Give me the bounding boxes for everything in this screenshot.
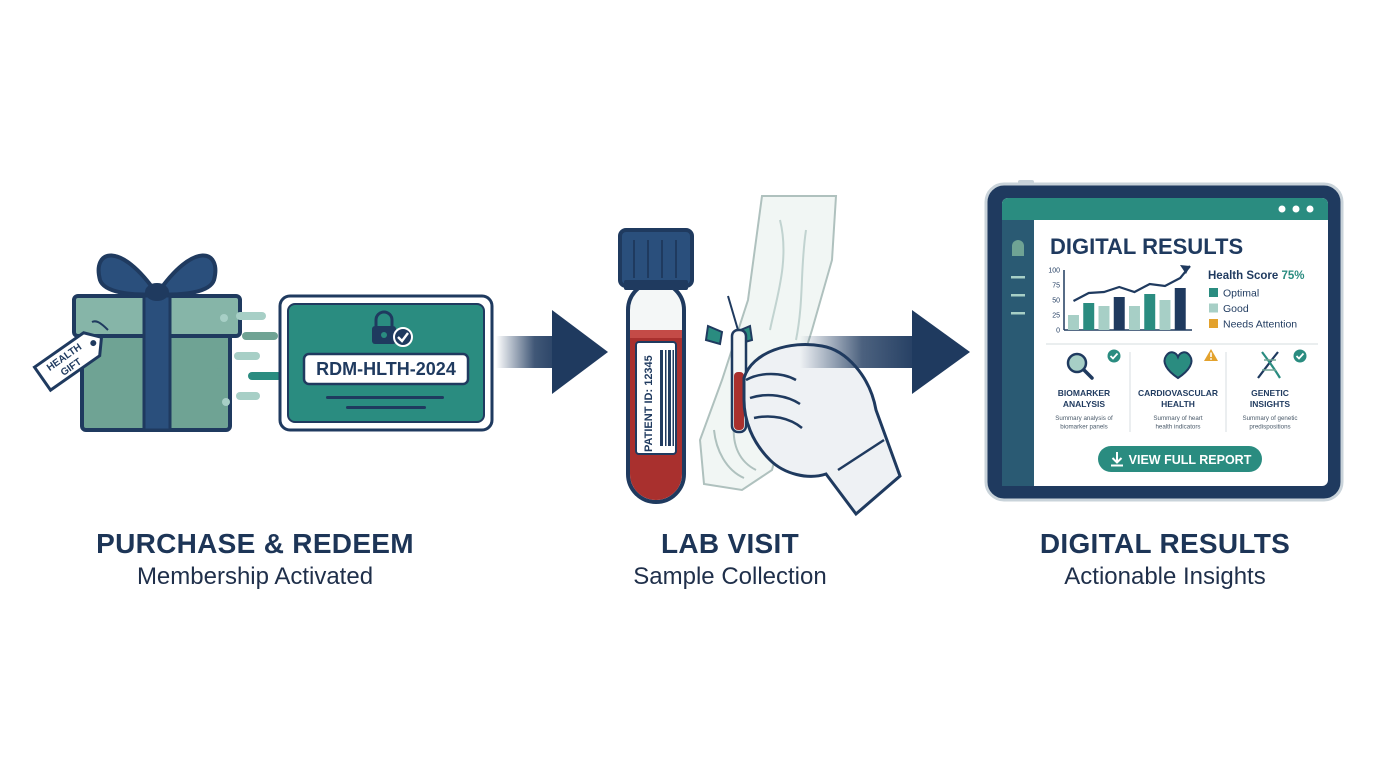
barcode (660, 350, 674, 446)
card-title: BIOMARKER (1058, 388, 1110, 398)
card-title: HEALTH (1161, 399, 1195, 409)
warning-icon (1204, 349, 1218, 361)
card-title: ANALYSIS (1063, 399, 1106, 409)
step-1-caption: PURCHASE & REDEEM Membership Activated (70, 526, 440, 592)
legend-swatch (1209, 319, 1218, 328)
chart-bar (1113, 297, 1125, 330)
legend-swatch (1209, 303, 1218, 313)
lock-icon (372, 310, 396, 344)
chart-bar (1129, 306, 1140, 330)
health-chart: 100 75 50 25 0 (1048, 265, 1192, 335)
legend-label: Good (1223, 303, 1249, 315)
card-title: GENETIC (1251, 388, 1289, 398)
step-2-title: LAB VISIT (660, 528, 800, 559)
tablet-icon (984, 180, 1344, 502)
card-title: CARDIOVASCULAR (1138, 388, 1218, 398)
chart-bar (1098, 306, 1110, 330)
chart-bars (1068, 288, 1186, 330)
y-tick-label: 25 (1052, 313, 1060, 320)
step-3-caption: DIGITAL RESULTS Actionable Insights (980, 526, 1350, 592)
card-description: health indicators (1155, 424, 1200, 431)
chart-bar (1174, 288, 1186, 330)
gloved-hand-icon (742, 343, 902, 517)
trend-line (1072, 265, 1191, 302)
patient-id-label: PATIENT ID: 12345 (643, 355, 655, 452)
redeem-code: RDM-HLTH-2024 (316, 359, 456, 379)
chart-bar (1144, 294, 1156, 330)
dna-icon (1257, 351, 1281, 379)
card-description: Summary analysis of (1055, 415, 1113, 422)
motion-streaks (216, 312, 282, 406)
syringe-icon (704, 295, 754, 434)
legend-label: Needs Attention (1223, 319, 1297, 331)
card-description: predispositions (1249, 424, 1290, 431)
chart-bar (1068, 315, 1079, 330)
health-score-value: 75% (1282, 270, 1305, 282)
y-tick-label: 50 (1052, 298, 1060, 305)
step-2-caption: LAB VISIT Sample Collection (560, 526, 900, 592)
step-3-title: DIGITAL RESULTS (1039, 528, 1291, 559)
trend-arrowhead (1180, 265, 1190, 274)
view-full-report-label: VIEW FULL REPORT (1129, 453, 1252, 467)
redeem-card: RDM-HLTH-2024 (278, 294, 494, 432)
step-3-subtitle: Actionable Insights (1064, 563, 1266, 590)
y-tick-label: 100 (1048, 268, 1060, 275)
health-score-text: Health Score (1208, 270, 1278, 282)
card-description: Summary of genetic (1242, 415, 1297, 422)
y-tick-label: 75 (1052, 283, 1060, 290)
check-icon (393, 327, 413, 347)
legend-swatch (1209, 288, 1218, 297)
step-2-subtitle: Sample Collection (633, 563, 827, 590)
view-full-report-button[interactable]: VIEW FULL REPORT (1098, 446, 1262, 472)
check-badge-icon (1293, 349, 1307, 363)
download-icon (1111, 452, 1123, 467)
chart-bar (1159, 300, 1171, 330)
tablet-heading: DIGITAL RESULTS (1050, 234, 1243, 259)
blood-tube-icon: PATIENT ID: 12345 (618, 228, 694, 504)
step-1-subtitle: Membership Activated (136, 563, 374, 590)
health-score-label: Health Score 75% (1208, 270, 1305, 282)
magnifier-icon (1066, 352, 1094, 380)
card-description: biomarker panels (1060, 424, 1107, 431)
arrow-step-1-to-2 (496, 310, 608, 394)
check-badge-icon (1107, 349, 1121, 363)
chart-bar (1083, 303, 1095, 330)
card-title: INSIGHTS (1250, 399, 1290, 409)
y-tick-label: 0 (1056, 328, 1060, 335)
y-axis-ticks: 100 75 50 25 0 (1048, 268, 1060, 335)
card-description: Summary of heart (1153, 415, 1202, 422)
heart-icon (1163, 351, 1193, 380)
legend-label: Optimal (1223, 288, 1259, 300)
arrow-step-2-to-3 (800, 310, 970, 394)
step-1-title: PURCHASE & REDEEM (96, 528, 414, 559)
